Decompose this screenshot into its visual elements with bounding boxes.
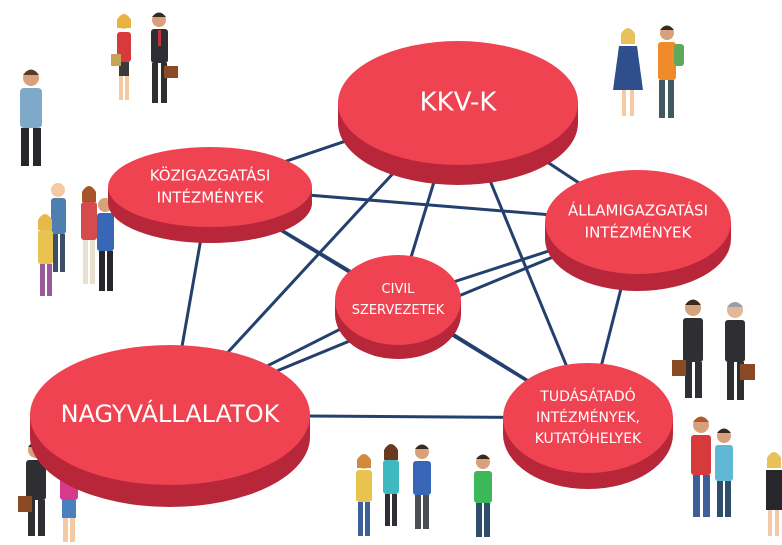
node-label: CIVIL [382,282,416,297]
node-label: KKV-K [420,88,498,118]
node-top [503,363,673,473]
node-label: KUTATÓHELYEK [535,429,642,447]
woman-bottom-right [766,452,782,536]
students-pair-top-right [613,25,684,118]
group-of-four-bottom [356,444,492,537]
casual-pair-bottom-right [691,416,733,517]
business-pair-top [111,12,178,103]
node-top [335,255,461,345]
diagram-nodes: KKV-KKÖZIGAZGATÁSIINTÉZMÉNYEKÁLLAMIGAZGA… [30,41,731,507]
node-top [545,170,731,274]
node-top [30,345,310,485]
node-label: INTÉZMÉNYEK [157,188,265,207]
node-allamigazgatasi: ÁLLAMIGAZGATÁSI INTÉZMÉNYEK [545,170,731,291]
node-top [108,147,312,227]
group-of-four-left [38,183,114,296]
business-pair-right [672,299,755,400]
node-kozigazgatasi: KÖZIGAZGATÁSI INTÉZMÉNYEK [108,147,312,243]
node-label: KÖZIGAZGATÁSI [150,166,271,185]
node-nagyvallalatok: NAGYVÁLLALATOK [30,345,310,507]
node-label: ÁLLAMIGAZGATÁSI [568,201,708,220]
node-label: INTÉZMÉNYEK [585,223,693,242]
node-top [338,41,578,165]
node-label: NAGYVÁLLALATOK [61,399,281,428]
node-label: SZERVEZETEK [352,303,445,318]
people-illustrations [18,12,782,542]
node-civil: CIVIL SZERVEZETEK [335,255,461,359]
node-kkv: KKV-K [338,41,578,185]
node-tudasatado: TUDÁSÁTADÓ INTÉZMÉNYEK, KUTATÓHELYEK [503,363,673,489]
node-label: INTÉZMÉNYEK, [536,409,640,426]
node-label: TUDÁSÁTADÓ [539,387,635,405]
man-standing-left [20,69,42,166]
